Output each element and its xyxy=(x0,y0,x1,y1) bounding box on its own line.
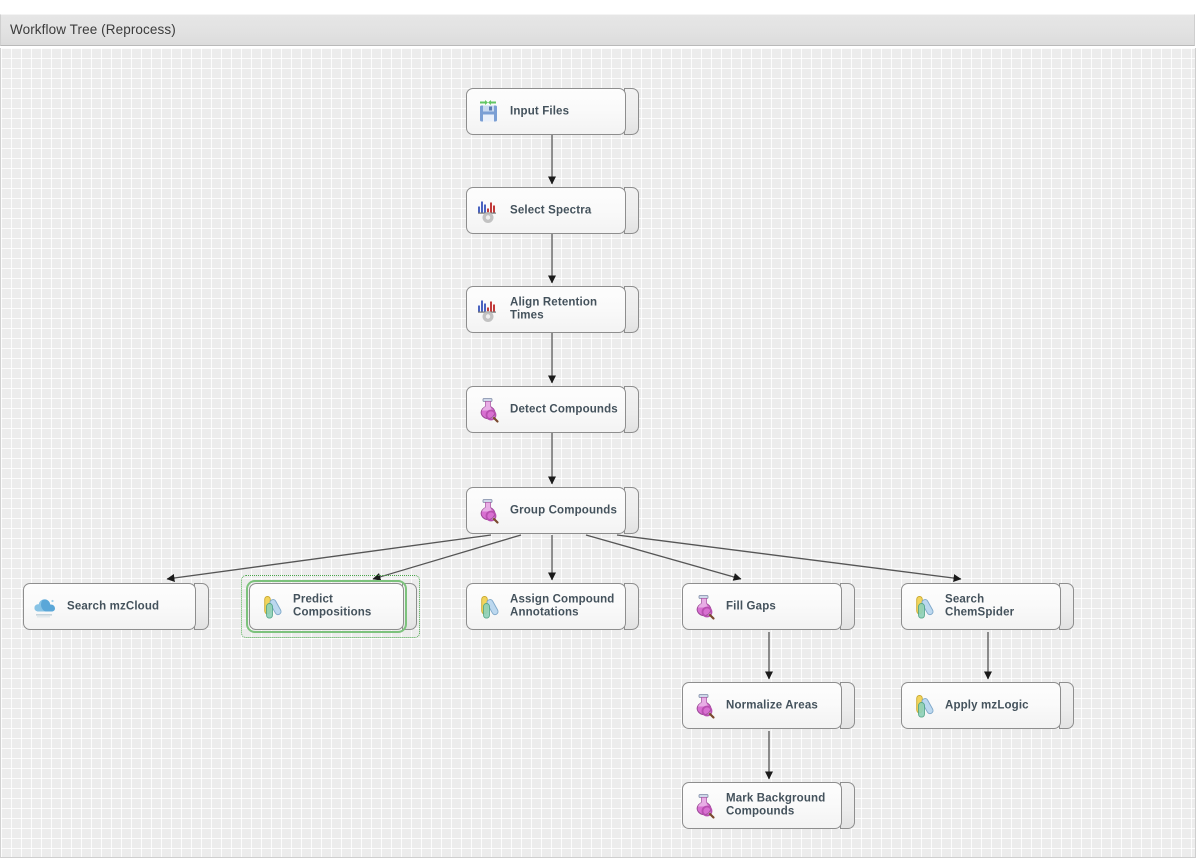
node-tab xyxy=(624,386,639,433)
node-body xyxy=(466,88,626,135)
node-tab xyxy=(624,286,639,333)
node-input-files[interactable]: Input Files xyxy=(466,88,639,135)
edge-group-to-search-mzcloud xyxy=(166,534,492,582)
node-mark-background-compounds[interactable]: Mark Background Compounds xyxy=(682,782,855,829)
node-body xyxy=(466,583,626,630)
edge-group-to-search-chemspider xyxy=(616,534,962,583)
node-tab xyxy=(1059,682,1074,729)
mzlogic-icon xyxy=(910,692,937,719)
node-body xyxy=(466,187,626,234)
node-label: Normalize Areas xyxy=(726,698,818,711)
fill-gaps-icon xyxy=(691,593,718,620)
node-fill-gaps[interactable]: Fill Gaps xyxy=(682,583,855,630)
node-apply-mzlogic[interactable]: Apply mzLogic xyxy=(901,682,1074,729)
node-label: Search mzCloud xyxy=(67,599,160,612)
annotations-icon xyxy=(475,593,502,620)
node-assign-compound-annotations[interactable]: Assign Compound Annotations xyxy=(466,583,639,630)
node-tab xyxy=(1059,583,1074,630)
normalize-areas-icon xyxy=(691,692,718,719)
edge-group-to-fill-gaps xyxy=(585,534,742,581)
node-tab xyxy=(402,583,417,630)
group-compounds-icon xyxy=(475,497,502,524)
node-label: Assign Compound Annotations xyxy=(510,593,615,619)
node-tab xyxy=(624,88,639,135)
mzcloud-cloud-icon xyxy=(32,593,59,620)
node-group-compounds[interactable]: Group Compounds xyxy=(466,487,639,534)
node-label: Align Retention Times xyxy=(510,296,598,322)
node-label: Detect Compounds xyxy=(510,402,618,415)
workflow-canvas[interactable]: Input Files Select Spectra xyxy=(0,48,1196,858)
node-label: Fill Gaps xyxy=(726,599,776,612)
node-tab xyxy=(840,583,855,630)
node-tab xyxy=(624,583,639,630)
node-search-chemspider[interactable]: Search ChemSpider xyxy=(901,583,1074,630)
node-label: Input Files xyxy=(510,104,570,117)
node-align-retention-times[interactable]: Align Retention Times xyxy=(466,286,639,333)
node-label: Apply mzLogic xyxy=(945,698,1029,711)
input-files-icon xyxy=(475,98,502,125)
node-tab xyxy=(840,682,855,729)
node-label: Select Spectra xyxy=(510,203,592,216)
node-label: Predict Compositions xyxy=(293,593,372,619)
workflow-edges xyxy=(166,135,992,780)
node-tab xyxy=(840,782,855,829)
selection-dotted-outline xyxy=(241,575,420,638)
node-tab xyxy=(624,487,639,534)
node-tab xyxy=(624,187,639,234)
node-body xyxy=(466,286,626,333)
node-normalize-areas[interactable]: Normalize Areas xyxy=(682,682,855,729)
node-label: Group Compounds xyxy=(510,503,618,516)
panel-title: Workflow Tree (Reprocess) xyxy=(10,22,176,37)
edge-group-to-predict-compositions xyxy=(372,534,522,581)
chemspider-icon xyxy=(910,593,937,620)
node-label: Search ChemSpider xyxy=(945,593,1015,619)
node-tab xyxy=(194,583,209,630)
panel-title-bar: Workflow Tree (Reprocess) xyxy=(0,14,1195,46)
mark-background-icon xyxy=(691,792,718,819)
node-label: Mark Background Compounds xyxy=(726,792,826,818)
select-spectra-icon xyxy=(475,197,502,224)
node-search-mzcloud[interactable]: Search mzCloud xyxy=(23,583,209,630)
node-select-spectra[interactable]: Select Spectra xyxy=(466,187,639,234)
node-predict-compositions[interactable]: Predict Compositions xyxy=(241,575,420,638)
node-detect-compounds[interactable]: Detect Compounds xyxy=(466,386,639,433)
compositions-icon xyxy=(258,593,285,620)
node-body xyxy=(682,583,842,630)
detect-compounds-icon xyxy=(475,396,502,423)
align-retention-times-icon xyxy=(475,296,502,323)
